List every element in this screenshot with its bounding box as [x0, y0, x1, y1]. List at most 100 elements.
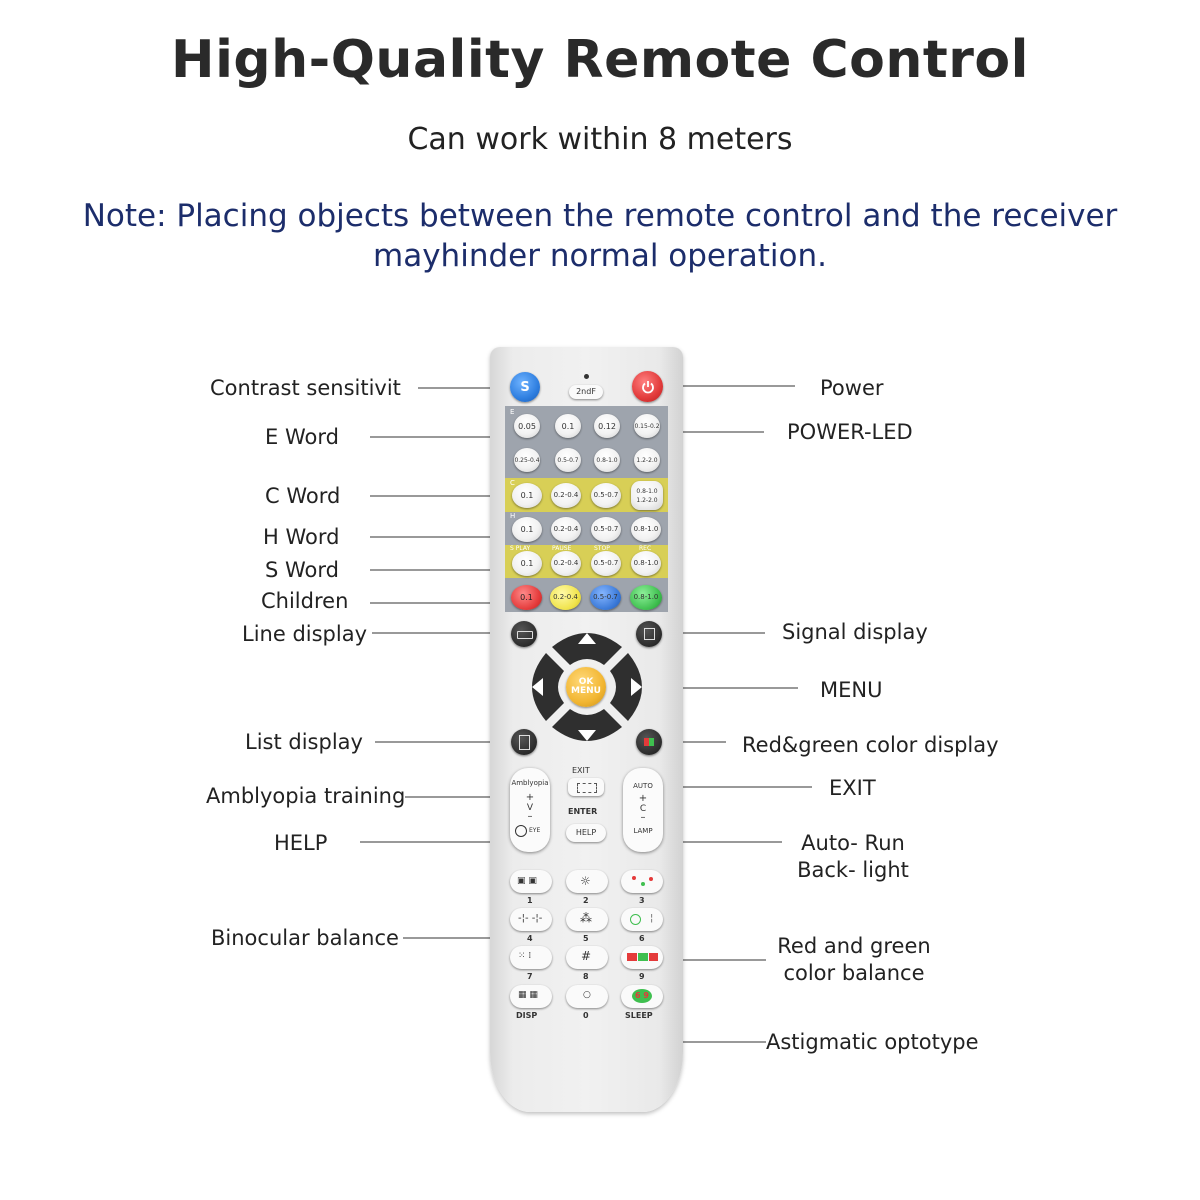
s-word-button-3[interactable]: 0.5-0.7	[591, 551, 621, 576]
plus-icon-c: +	[638, 793, 648, 804]
red-square-icon	[644, 738, 649, 746]
label-rg-balance-line1: Red and green	[777, 934, 931, 958]
page-subtitle: Can work within 8 meters	[407, 122, 793, 157]
h-word-button-4[interactable]: 0.8-1.0	[631, 517, 661, 542]
h-word-button-2[interactable]: 0.2-0.4	[551, 517, 581, 542]
dpad-down-button	[552, 709, 622, 741]
number-label-7: 7	[527, 972, 533, 981]
e-word-button-5[interactable]: 0.25-0.4	[514, 448, 540, 472]
minus-icon: –	[527, 811, 533, 822]
sleep-button[interactable]: 6 9	[621, 985, 663, 1008]
list-display-button[interactable]	[511, 729, 537, 755]
contrast-sensitivity-button[interactable]: S	[510, 372, 540, 402]
menu-key-label: MENU	[571, 686, 601, 696]
c-word-button-4[interactable]: 0.8-1.0 1.2-2.0	[631, 481, 663, 510]
number-label-5: 5	[583, 934, 589, 943]
s-band-rec-label: REC	[639, 545, 652, 552]
children-button-yellow[interactable]: 0.2-0.4	[550, 585, 581, 610]
number-button-6[interactable]: ¦	[621, 908, 663, 931]
plus-icon: +	[525, 792, 535, 803]
number-button-4[interactable]: -¦- -¦-	[510, 908, 552, 931]
label-e-word: E Word	[265, 425, 339, 449]
minus-icon-c: –	[640, 812, 646, 823]
disp-button[interactable]: ▦ ▦	[510, 985, 552, 1008]
second-function-button[interactable]: 2ndF	[569, 385, 603, 399]
arrow-left-icon	[532, 678, 543, 696]
sun-icon: ☼	[580, 874, 591, 888]
dpad-left-button	[532, 653, 564, 721]
sleep-key-label: SLEEP	[625, 1011, 653, 1020]
number-button-1[interactable]: ▣ ▣	[510, 870, 552, 893]
number-button-7[interactable]: ⁙ ⁞	[510, 946, 552, 969]
e-word-button-2[interactable]: 0.1	[555, 414, 581, 438]
number-button-5[interactable]: ⁂	[566, 908, 608, 931]
e-word-button-6[interactable]: 0.5-0.7	[555, 448, 581, 472]
s-word-button-2[interactable]: 0.2-0.4	[551, 551, 581, 576]
ok-label: OK	[578, 677, 594, 687]
e-word-button-7[interactable]: 0.8-1.0	[594, 448, 620, 472]
amblyopia-v-rocker[interactable]: Amblyopia + V – EYE	[510, 768, 550, 852]
optotype-panel: E C H S PLAY PAUSE STOP REC 0.05 0.1 0.1…	[505, 406, 668, 612]
zero-key-label: 0	[583, 1011, 589, 1020]
auto-lamp-rocker[interactable]: AUTO + C – LAMP	[623, 768, 663, 852]
h-word-button-3[interactable]: 0.5-0.7	[591, 517, 621, 542]
exit-key-label: EXIT	[572, 766, 590, 775]
dpad-up-button	[552, 633, 622, 665]
power-icon	[641, 380, 654, 393]
label-contrast-sensitivity: Contrast sensitivit	[210, 376, 401, 400]
h-word-button-1[interactable]: 0.1	[512, 517, 542, 542]
exit-grid-icon	[577, 783, 597, 793]
number-label-4: 4	[527, 934, 533, 943]
e-word-button-4[interactable]: 0.15-0.2	[634, 414, 660, 438]
page-title: High-Quality Remote Control	[171, 30, 1029, 90]
arrow-down-icon	[578, 730, 596, 741]
arrow-right-icon	[631, 678, 642, 696]
children-button-green[interactable]: 0.8-1.0	[630, 585, 662, 610]
label-red-green-display: Red&green color display	[742, 733, 999, 757]
label-s-word: S Word	[265, 558, 339, 582]
e-word-button-3[interactable]: 0.12	[594, 414, 620, 438]
label-astigmatic-optotype: Astigmatic optotype	[766, 1030, 979, 1054]
dot-box-icon: ▣ ▣	[517, 876, 537, 886]
children-button-red[interactable]: 0.1	[511, 585, 542, 610]
circle-icon: ○	[583, 990, 591, 1000]
s-word-button-1[interactable]: 0.1	[512, 551, 542, 576]
label-help: HELP	[274, 831, 328, 855]
c-word-button-3[interactable]: 0.5-0.7	[591, 483, 621, 508]
exit-button[interactable]	[568, 778, 604, 796]
ok-menu-button[interactable]: OK MENU	[566, 667, 606, 707]
c-word-button-2[interactable]: 0.2-0.4	[551, 483, 581, 508]
note-text: Note: Placing objects between the remote…	[60, 196, 1140, 276]
auto-key-label: AUTO	[633, 782, 653, 790]
green-square-icon	[649, 738, 654, 746]
signal-display-button[interactable]	[636, 621, 662, 647]
amblyopia-key-label: Amblyopia	[511, 779, 549, 787]
zero-button[interactable]: ○	[566, 985, 608, 1008]
s-band-stop-label: STOP	[594, 545, 610, 552]
c-word-button-1[interactable]: 0.1	[512, 483, 542, 508]
line-display-button[interactable]	[511, 621, 537, 647]
number-label-9: 9	[639, 972, 645, 981]
e-word-button-1[interactable]: 0.05	[514, 414, 540, 438]
red-green-display-button[interactable]	[636, 729, 662, 755]
number-button-3[interactable]	[621, 870, 663, 893]
label-auto-run: Auto- Run	[801, 831, 905, 855]
label-h-word: H Word	[263, 525, 340, 549]
label-list-display: List display	[245, 730, 363, 754]
help-button[interactable]: HELP	[566, 824, 606, 842]
power-button[interactable]	[632, 371, 663, 402]
number-button-2[interactable]: ☼	[566, 870, 608, 893]
number-button-9[interactable]	[621, 946, 663, 969]
s-word-button-4[interactable]: 0.8-1.0	[631, 551, 661, 576]
note-line-2: mayhinder normal operation.	[373, 238, 827, 274]
c-band-label: C	[510, 479, 515, 487]
children-button-blue[interactable]: 0.5-0.7	[590, 585, 621, 610]
label-exit: EXIT	[829, 776, 876, 800]
e-word-button-8[interactable]: 1.2-2.0	[634, 448, 660, 472]
line-display-icon	[517, 631, 533, 639]
green-block-icon	[638, 953, 648, 961]
v-key-label: V	[526, 803, 534, 813]
label-binocular-balance: Binocular balance	[211, 926, 399, 950]
number-button-8[interactable]: #	[566, 946, 608, 969]
label-line-display: Line display	[242, 622, 368, 646]
